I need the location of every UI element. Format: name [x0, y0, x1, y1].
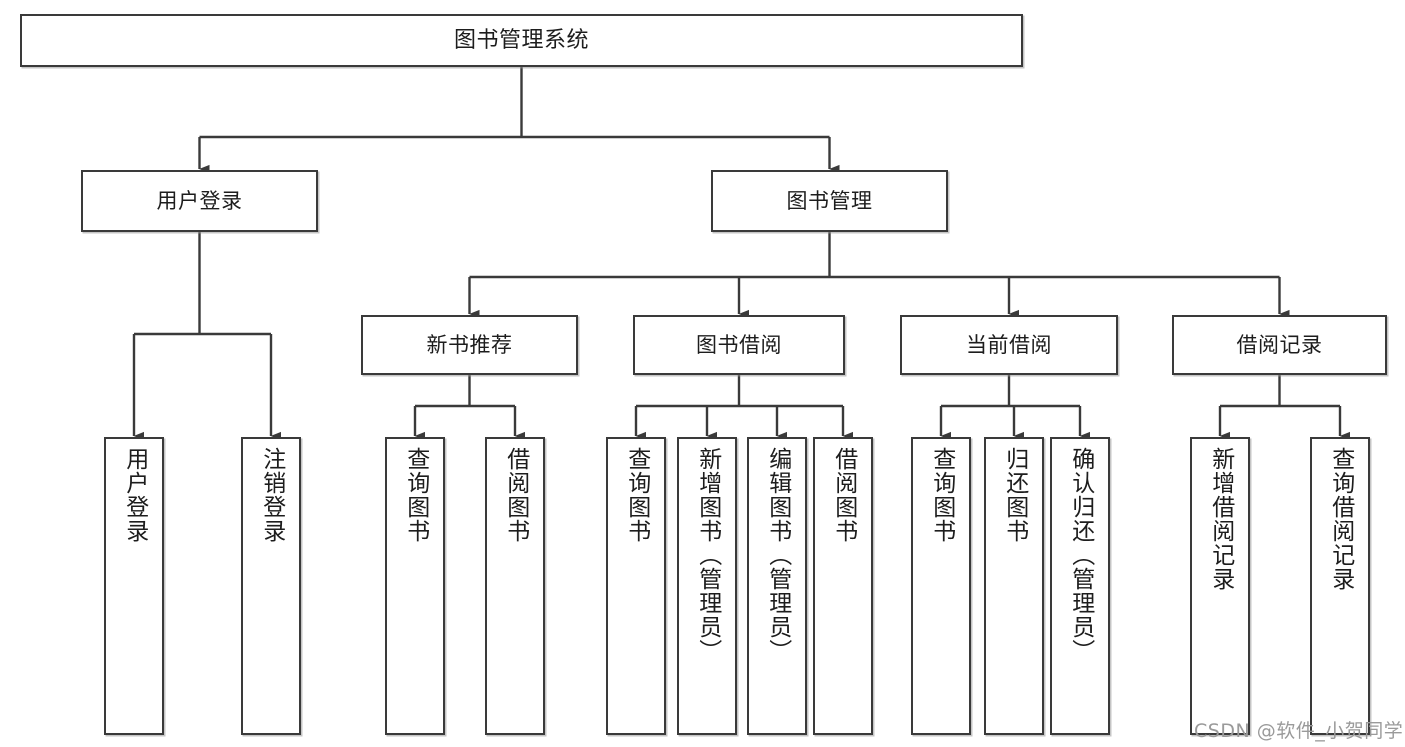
node-label: 编辑图书（管理员）	[764, 447, 791, 663]
node-label: 图书借阅	[696, 332, 782, 357]
node-label: 图书管理系统	[453, 27, 589, 53]
node-leaf-logout[interactable]: 注销登录	[241, 437, 301, 735]
node-leaf-add-book[interactable]: 新增图书（管理员）	[677, 437, 737, 735]
node-leaf-add-record[interactable]: 新增借阅记录	[1190, 437, 1250, 735]
node-label: 查询图书	[928, 447, 955, 543]
node-leaf-return-book[interactable]: 归还图书	[984, 437, 1044, 735]
csdn-watermark: CSDN @软件_小贺同学	[1194, 720, 1404, 742]
node-leaf-query-record[interactable]: 查询借阅记录	[1310, 437, 1370, 735]
node-leaf-borrow-book-b[interactable]: 借阅图书	[813, 437, 873, 735]
node-label: 新增借阅记录	[1207, 447, 1234, 591]
node-label: 借阅记录	[1236, 332, 1323, 357]
node-leaf-borrow-book-a[interactable]: 借阅图书	[485, 437, 545, 735]
node-label: 查询图书	[623, 447, 650, 543]
node-l3-current-borrow[interactable]: 当前借阅	[900, 315, 1118, 375]
node-label: 新书推荐	[426, 332, 513, 357]
node-label: 借阅图书	[502, 447, 529, 543]
node-leaf-query-book-b[interactable]: 查询图书	[606, 437, 666, 735]
node-root[interactable]: 图书管理系统	[20, 14, 1023, 67]
node-label: 用户登录	[121, 447, 148, 543]
node-label: 图书管理	[786, 188, 873, 213]
node-label: 归还图书	[1001, 447, 1028, 543]
node-l2-book-mgmt[interactable]: 图书管理	[711, 170, 948, 232]
node-leaf-confirm-return[interactable]: 确认归还（管理员）	[1050, 437, 1110, 735]
node-label: 注销登录	[258, 447, 285, 543]
node-leaf-edit-book[interactable]: 编辑图书（管理员）	[747, 437, 807, 735]
node-leaf-query-book-a[interactable]: 查询图书	[385, 437, 445, 735]
node-label: 确认归还（管理员）	[1067, 447, 1094, 663]
node-l2-user-login[interactable]: 用户登录	[81, 170, 318, 232]
node-leaf-query-book-c[interactable]: 查询图书	[911, 437, 971, 735]
node-label: 查询借阅记录	[1327, 447, 1354, 591]
node-label: 查询图书	[402, 447, 429, 543]
node-l3-new-book-rec[interactable]: 新书推荐	[361, 315, 578, 375]
node-l3-borrow-record[interactable]: 借阅记录	[1172, 315, 1387, 375]
node-l3-book-borrow[interactable]: 图书借阅	[633, 315, 845, 375]
node-label: 当前借阅	[966, 332, 1052, 357]
node-label: 借阅图书	[830, 447, 857, 543]
node-label: 新增图书（管理员）	[694, 447, 721, 663]
node-leaf-user-login[interactable]: 用户登录	[104, 437, 164, 735]
edges-group	[132, 67, 1351, 441]
node-label: 用户登录	[156, 188, 243, 213]
